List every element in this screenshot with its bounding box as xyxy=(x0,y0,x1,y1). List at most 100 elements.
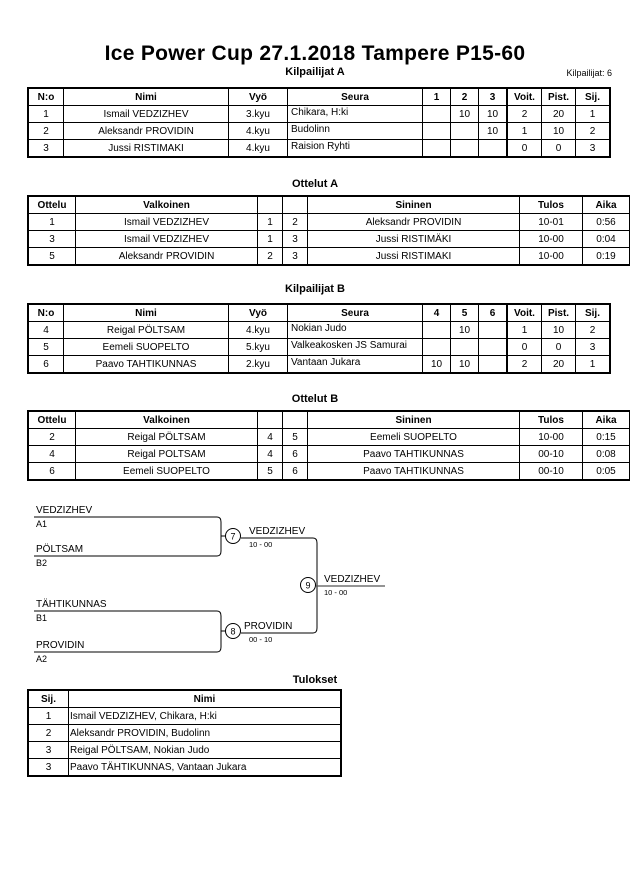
cell-blue-no: 3 xyxy=(282,247,308,265)
cell-white: Reigal POLTSAM xyxy=(75,445,258,463)
cell-result: 10-00 xyxy=(519,247,583,265)
header-match-5: 5 xyxy=(450,304,479,322)
cell-name: Jussi RISTIMAKI xyxy=(63,139,229,157)
table-header-row: Ottelu Valkoinen Sininen Tulos Aika xyxy=(28,196,630,214)
cell-match-1 xyxy=(422,139,451,157)
table-row: 2 Aleksandr PROVIDIN 4.kyu Budolinn 10 1… xyxy=(28,122,610,140)
bracket-node-winner: VEDZIZHEV xyxy=(324,574,380,585)
table-row: 5 Aleksandr PROVIDIN 2 3 Jussi RISTIMAKI… xyxy=(28,247,630,265)
cell-blue-no: 6 xyxy=(282,462,308,480)
cell-belt: 3.kyu xyxy=(228,105,288,123)
bracket-node-number: 9 xyxy=(305,581,310,591)
table-row: 1 Ismail VEDZIZHEV 3.kyu Chikara, H:ki 1… xyxy=(28,105,610,123)
header-no: N:o xyxy=(28,88,64,106)
header-no: N:o xyxy=(28,304,64,322)
header-name: Nimi xyxy=(63,88,229,106)
cell-rank: 3 xyxy=(575,139,610,157)
cell-blue: Paavo TAHTIKUNNAS xyxy=(307,462,520,480)
cell-belt: 2.kyu xyxy=(228,355,288,373)
header-white: Valkoinen xyxy=(75,411,258,429)
header-club: Seura xyxy=(287,304,423,322)
header-white-no xyxy=(257,411,283,429)
cell-club: Chikara, H:ki xyxy=(287,105,423,123)
header-name: Nimi xyxy=(68,690,341,708)
cell-match-no: 1 xyxy=(28,213,76,231)
cell-white-no: 4 xyxy=(257,428,283,446)
cell-blue-no: 3 xyxy=(282,230,308,248)
table-header-row: N:o Nimi Vyö Seura 1 2 3 Voit. Pist. Sij… xyxy=(28,88,610,106)
cell-club: Budolinn xyxy=(287,122,423,140)
header-match-6: 6 xyxy=(478,304,508,322)
cell-name: Eemeli SUOPELTO xyxy=(63,338,229,356)
cell-match-3 xyxy=(478,139,508,157)
bracket-connector xyxy=(216,516,222,557)
cell-club: Valkeakosken JS Samurai xyxy=(287,338,423,356)
header-wins: Voit. xyxy=(506,304,542,322)
header-result: Tulos xyxy=(519,411,583,429)
header-rank: Sij. xyxy=(28,690,69,708)
cell-wins: 1 xyxy=(506,122,542,140)
cell-match-1 xyxy=(422,105,451,123)
table-row: 6 Paavo TAHTIKUNNAS 2.kyu Vantaan Jukara… xyxy=(28,355,610,373)
tournament-bracket: VEDZIZHEV A1 PÖLTSAM B2 7 VEDZIZHEV 10 -… xyxy=(0,496,630,671)
page-title: Ice Power Cup 27.1.2018 Tampere P15-60 xyxy=(104,42,526,65)
section-caption-matches-a: Ottelut A xyxy=(291,178,339,190)
bracket-node-circle xyxy=(225,528,241,544)
cell-result: 00-10 xyxy=(519,445,583,463)
cell-result: 10-00 xyxy=(519,428,583,446)
cell-name: Aleksandr PROVIDIN, Budolinn xyxy=(68,724,341,742)
cell-wins: 0 xyxy=(506,338,542,356)
table-row: 3 Jussi RISTIMAKI 4.kyu Raision Ryhti 0 … xyxy=(28,139,610,157)
cell-white-no: 5 xyxy=(257,462,283,480)
header-belt: Vyö xyxy=(228,304,288,322)
header-wins: Voit. xyxy=(506,88,542,106)
table-row: 1 Ismail VEDZIZHEV 1 2 Aleksandr PROVIDI… xyxy=(28,213,630,231)
cell-time: 0:15 xyxy=(582,428,630,446)
cell-match-3: 10 xyxy=(478,122,508,140)
header-white-no xyxy=(257,196,283,214)
results-table: Sij. Nimi 1 Ismail VEDZIZHEV, Chikara, H… xyxy=(27,689,342,777)
cell-wins: 2 xyxy=(506,105,542,123)
cell-blue: Jussi RISTIMÄKI xyxy=(307,230,520,248)
cell-match-2 xyxy=(450,122,479,140)
table-row: 5 Eemeli SUOPELTO 5.kyu Valkeakosken JS … xyxy=(28,338,610,356)
cell-no: 1 xyxy=(28,105,64,123)
bracket-node-circle xyxy=(225,623,241,639)
cell-blue-no: 5 xyxy=(282,428,308,446)
cell-match-no: 6 xyxy=(28,462,76,480)
header-rank: Sij. xyxy=(575,304,610,322)
header-rank: Sij. xyxy=(575,88,610,106)
bracket-entry-name: PÖLTSAM xyxy=(36,543,83,555)
bracket-entry-seed: B1 xyxy=(36,613,47,623)
section-caption-matches-b: Ottelut B xyxy=(291,393,339,405)
cell-name: Ismail VEDZIZHEV xyxy=(63,105,229,123)
bracket-entry-name: PROVIDIN xyxy=(36,640,84,651)
cell-name: Paavo TÄHTIKUNNAS, Vantaan Jukara xyxy=(68,758,341,776)
cell-belt: 4.kyu xyxy=(228,122,288,140)
header-club: Seura xyxy=(287,88,423,106)
cell-name: Ismail VEDZIZHEV, Chikara, H:ki xyxy=(68,707,341,725)
cell-time: 0:05 xyxy=(582,462,630,480)
cell-belt: 4.kyu xyxy=(228,139,288,157)
bracket-node-score: 00 - 10 xyxy=(249,635,272,644)
cell-rank: 1 xyxy=(575,355,610,373)
cell-match-no: 3 xyxy=(28,230,76,248)
cell-rank: 3 xyxy=(575,338,610,356)
cell-club: Nokian Judo xyxy=(287,321,423,339)
bracket-entry-seed: A2 xyxy=(36,654,47,664)
cell-rank: 1 xyxy=(575,105,610,123)
cell-no: 3 xyxy=(28,139,64,157)
cell-belt: 4.kyu xyxy=(228,321,288,339)
cell-white: Eemeli SUOPELTO xyxy=(75,462,258,480)
cell-white-no: 4 xyxy=(257,445,283,463)
bracket-node-circle xyxy=(300,577,316,593)
table-row: 1 Ismail VEDZIZHEV, Chikara, H:ki xyxy=(28,707,341,725)
cell-match-5 xyxy=(450,338,479,356)
cell-match-6 xyxy=(478,355,508,373)
cell-match-no: 5 xyxy=(28,247,76,265)
cell-rank: 3 xyxy=(28,741,69,759)
cell-white-no: 1 xyxy=(257,230,283,248)
matches-b-table: Ottelu Valkoinen Sininen Tulos Aika 2 Re… xyxy=(27,410,630,481)
cell-white: Ismail VEDZIZHEV xyxy=(75,230,258,248)
table-row: 6 Eemeli SUOPELTO 5 6 Paavo TAHTIKUNNAS … xyxy=(28,462,630,480)
